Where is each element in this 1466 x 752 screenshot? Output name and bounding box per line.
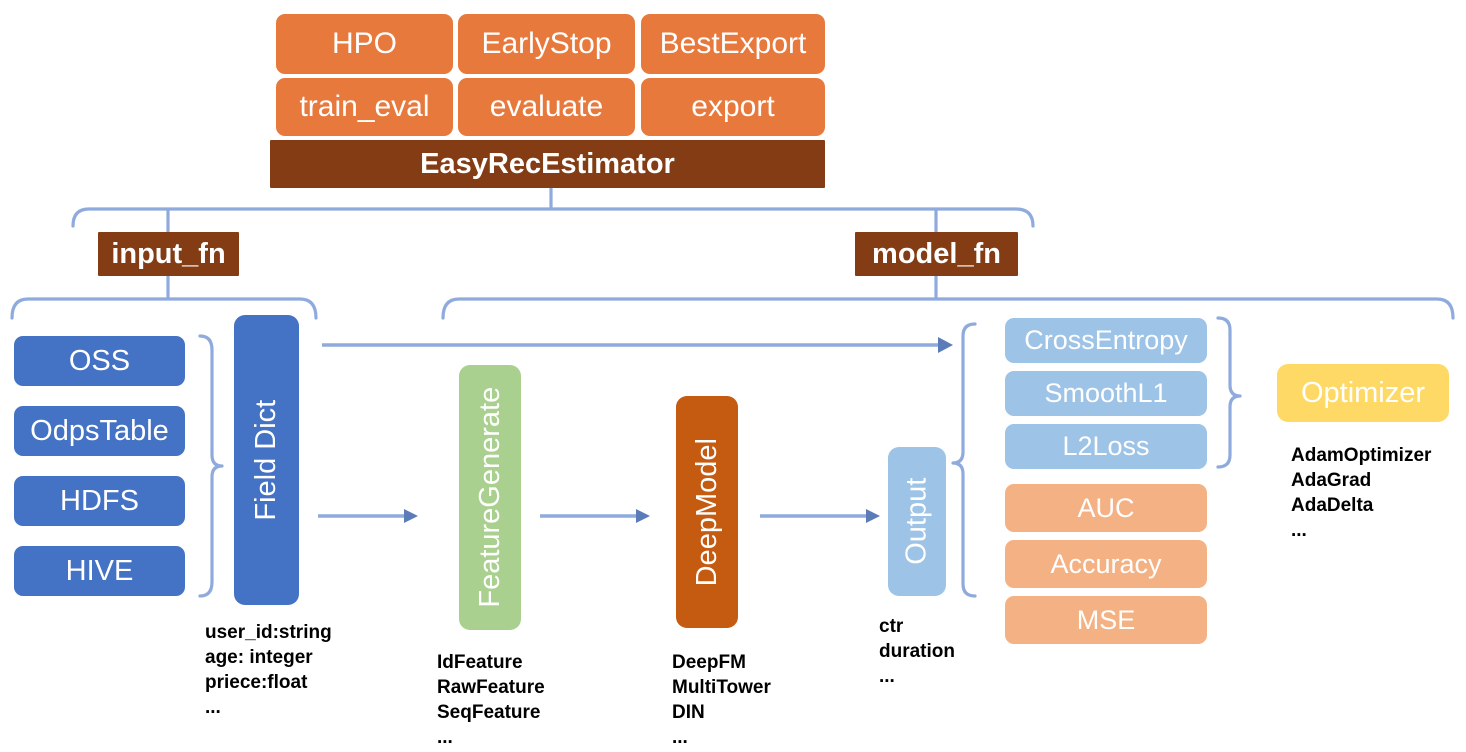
output-box[interactable]: Output	[888, 447, 946, 596]
source-box-oss-label: OSS	[68, 344, 131, 377]
op-box-hpo[interactable]: HPO	[276, 14, 453, 74]
deep-model-box[interactable]: DeepModel	[676, 396, 738, 628]
source-box-oss[interactable]: OSS	[14, 336, 185, 386]
op-box-evaluate[interactable]: evaluate	[458, 78, 635, 136]
metric-box-auc-label: AUC	[1077, 492, 1135, 523]
op-box-train-eval[interactable]: train_eval	[276, 78, 453, 136]
fielddict-to-output-arrowhead	[938, 337, 953, 353]
easyrec-estimator-label: EasyRecEstimator	[420, 147, 675, 180]
feature-generate-caption: IdFeature RawFeature SeqFeature ...	[437, 652, 545, 749]
input-fn-label: input_fn	[111, 237, 226, 270]
loss-box-l2loss[interactable]: L2Loss	[1005, 424, 1207, 469]
loss-box-l2loss-label: L2Loss	[1062, 431, 1150, 462]
loss-box-crossentropy-label: CrossEntropy	[1024, 325, 1188, 356]
metric-box-accuracy-label: Accuracy	[1050, 548, 1162, 579]
op-box-evaluate-label: evaluate	[489, 90, 604, 124]
optimizer-label: Optimizer	[1300, 376, 1426, 409]
field-dict-label: Field Dict	[250, 399, 283, 521]
source-box-hdfs[interactable]: HDFS	[14, 476, 185, 526]
loss-group-bracket	[1216, 316, 1242, 469]
easyrec-estimator-box[interactable]: EasyRecEstimator	[270, 140, 825, 188]
field-dict-box[interactable]: Field Dict	[234, 315, 299, 605]
op-box-earlystop-label: EarlyStop	[481, 27, 612, 61]
op-box-bestexport[interactable]: BestExport	[641, 14, 825, 74]
loss-box-smoothl1-label: SmoothL1	[1044, 378, 1168, 409]
optimizer-box[interactable]: Optimizer	[1277, 364, 1449, 422]
op-box-train-eval-label: train_eval	[299, 90, 430, 124]
field-dict-caption: user_id:string age: integer priece:float…	[205, 622, 332, 719]
op-box-hpo-label: HPO	[331, 27, 397, 61]
metric-box-mse-label: MSE	[1076, 604, 1136, 635]
feature-generate-label: FeatureGenerate	[473, 387, 506, 608]
model-fn-bracket	[441, 297, 1455, 320]
metric-box-mse[interactable]: MSE	[1005, 596, 1207, 644]
source-box-hive[interactable]: HIVE	[14, 546, 185, 596]
source-box-odpstable[interactable]: OdpsTable	[14, 406, 185, 456]
loss-box-crossentropy[interactable]: CrossEntropy	[1005, 318, 1207, 363]
top-bracket	[71, 207, 1035, 228]
loss-box-smoothl1[interactable]: SmoothL1	[1005, 371, 1207, 416]
metric-box-auc[interactable]: AUC	[1005, 484, 1207, 532]
model-fn-box[interactable]: model_fn	[855, 232, 1018, 276]
output-group-bracket	[951, 322, 977, 598]
output-label: Output	[900, 477, 933, 566]
source-box-odpstable-label: OdpsTable	[30, 414, 169, 447]
deep-model-label: DeepModel	[690, 437, 723, 587]
output-caption: ctr duration ...	[879, 616, 955, 688]
source-box-hive-label: HIVE	[65, 554, 134, 587]
op-box-bestexport-label: BestExport	[659, 27, 807, 61]
op-box-export-label: export	[691, 90, 775, 124]
op-box-export[interactable]: export	[641, 78, 825, 136]
optimizer-caption: AdamOptimizer AdaGrad AdaDelta ...	[1291, 445, 1432, 542]
model-fn-label: model_fn	[872, 237, 1001, 270]
deep-model-caption: DeepFM MultiTower DIN ...	[672, 652, 771, 749]
metric-box-accuracy[interactable]: Accuracy	[1005, 540, 1207, 588]
op-box-earlystop[interactable]: EarlyStop	[458, 14, 635, 74]
feature-generate-box[interactable]: FeatureGenerate	[459, 365, 521, 630]
sources-bracket	[198, 334, 224, 598]
input-fn-box[interactable]: input_fn	[98, 232, 239, 276]
arrowhead-3	[866, 509, 880, 523]
arrowhead-2	[636, 509, 650, 523]
arrowhead-1	[404, 509, 418, 523]
source-box-hdfs-label: HDFS	[60, 484, 139, 517]
